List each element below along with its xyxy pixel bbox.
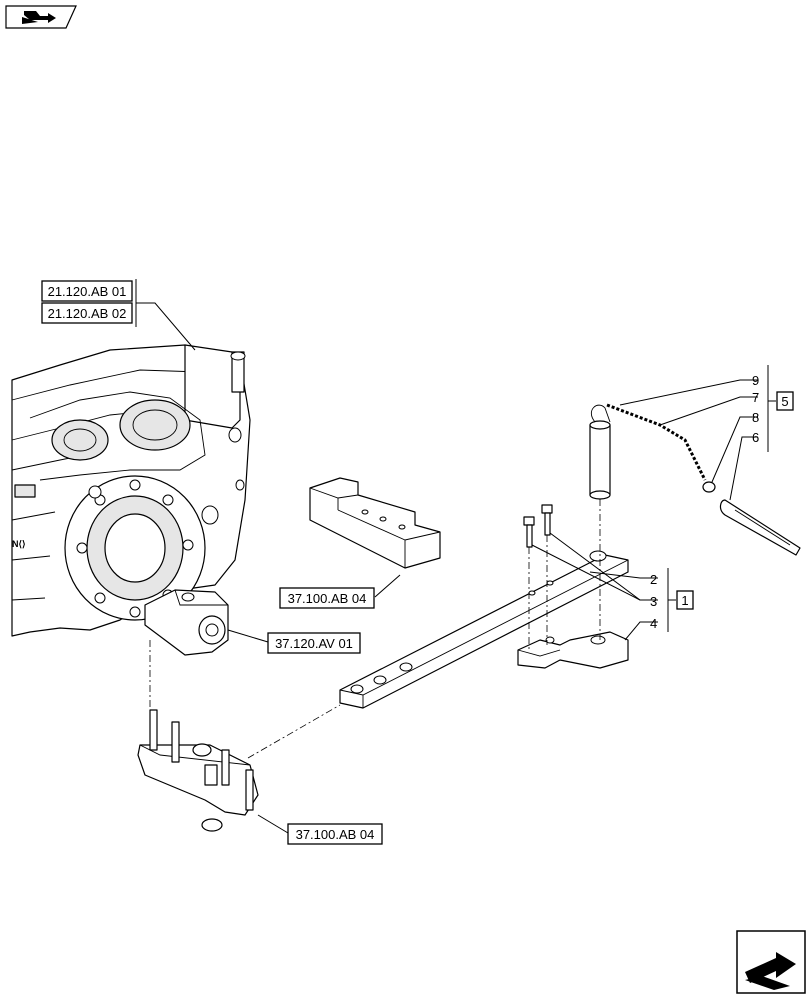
mounting-block-illustration: [309, 477, 441, 569]
drawbar-illustration: [339, 550, 629, 709]
leader-lines: [135, 279, 776, 834]
lower-bracket-illustration: [137, 709, 259, 832]
svg-text:37.100.AB 04: 37.100.AB 04: [296, 827, 375, 842]
callout-4: 4: [650, 616, 657, 631]
callout-9: 9: [752, 373, 759, 388]
callout-1-box[interactable]: 1: [676, 590, 694, 610]
svg-text:2: 2: [650, 572, 657, 587]
svg-text:21.120.AB 02: 21.120.AB 02: [48, 306, 127, 321]
ref-box-21-120-ab-01[interactable]: 21.120.AB 01: [41, 280, 133, 302]
alignment-lines: [149, 499, 601, 759]
svg-text:21.120.AB 01: 21.120.AB 01: [48, 284, 127, 299]
svg-text:7: 7: [752, 390, 759, 405]
callout-7: 7: [752, 390, 759, 405]
hitch-pin-illustration: [589, 404, 611, 500]
previous-page-icon[interactable]: [5, 5, 77, 29]
support-plate-illustration: [517, 631, 629, 669]
svg-text:3: 3: [650, 594, 657, 609]
ref-box-37-100-ab-04-upper[interactable]: 37.100.AB 04: [279, 587, 375, 609]
next-page-icon[interactable]: [736, 930, 806, 994]
callout-3: 3: [650, 594, 657, 609]
bolts-illustration: [523, 504, 553, 548]
hitch-bracket-illustration: [144, 589, 229, 656]
callout-6: 6: [752, 430, 759, 445]
ref-box-37-100-ab-04-lower[interactable]: 37.100.AB 04: [287, 823, 383, 845]
ref-box-37-120-av-01[interactable]: 37.120.AV 01: [267, 632, 361, 654]
ref-box-21-120-ab-02[interactable]: 21.120.AB 02: [41, 302, 133, 324]
transmission-housing-illustration: N⟨⟩: [11, 344, 251, 637]
callout-5-box[interactable]: 5: [776, 391, 794, 411]
ring-illustration: [702, 481, 716, 493]
svg-text:1: 1: [681, 593, 688, 608]
callout-8: 8: [752, 410, 759, 425]
svg-text:37.100.AB 04: 37.100.AB 04: [288, 591, 367, 606]
chain-illustration: [606, 403, 707, 481]
svg-text:9: 9: [752, 373, 759, 388]
lynch-pin-illustration: [719, 499, 801, 556]
svg-text:8: 8: [752, 410, 759, 425]
svg-text:37.120.AV 01: 37.120.AV 01: [275, 636, 353, 651]
callout-2: 2: [650, 572, 657, 587]
svg-text:5: 5: [781, 394, 788, 409]
svg-text:6: 6: [752, 430, 759, 445]
svg-text:4: 4: [650, 616, 657, 631]
svg-text:N⟨⟩: N⟨⟩: [12, 539, 26, 549]
